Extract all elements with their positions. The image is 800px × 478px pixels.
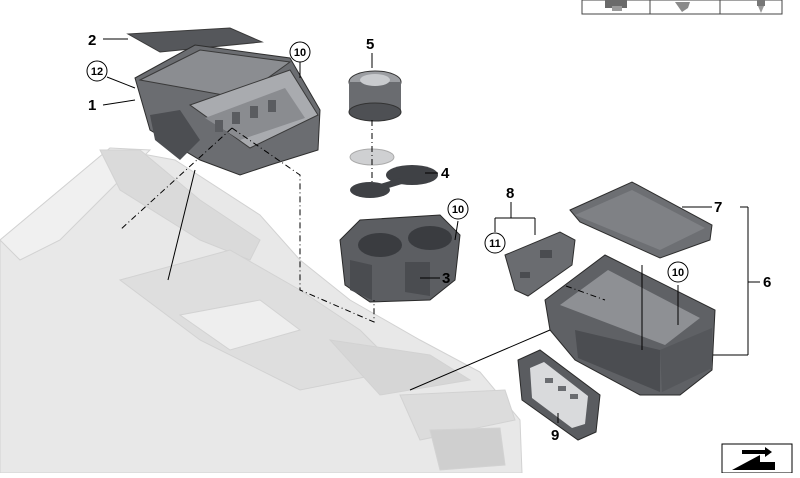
part-9-frame bbox=[517, 349, 601, 441]
circled-callout-11: 11 bbox=[484, 232, 506, 254]
circled-callout-12: 12 bbox=[86, 60, 108, 82]
svg-text:12: 12 bbox=[91, 66, 103, 78]
callout-9: 9 bbox=[551, 427, 559, 444]
part-8-bracket bbox=[504, 231, 576, 297]
clip-icon bbox=[605, 0, 627, 11]
svg-text:10: 10 bbox=[672, 267, 684, 279]
part-7-surface bbox=[575, 190, 705, 250]
navigation-arrow-icon[interactable] bbox=[721, 443, 793, 474]
part-6-storage-box bbox=[544, 254, 716, 396]
dash-dot-lines bbox=[119, 120, 606, 323]
callout-labels: 2 1 5 4 3 8 7 6 9 bbox=[88, 32, 771, 444]
callout-1: 1 bbox=[88, 97, 96, 114]
part-1-storage-tray bbox=[134, 44, 321, 176]
bolt-icon bbox=[757, 0, 765, 13]
center-console-ghost bbox=[0, 147, 523, 474]
callout-7: 7 bbox=[714, 199, 722, 216]
screw-icon bbox=[675, 2, 690, 12]
callout-4: 4 bbox=[441, 165, 450, 182]
callout-6: 6 bbox=[763, 274, 771, 291]
part-4-rubber-mat bbox=[350, 165, 438, 198]
svg-text:10: 10 bbox=[452, 204, 464, 216]
svg-text:11: 11 bbox=[489, 238, 501, 250]
icon-strip bbox=[581, 0, 783, 15]
part-5-cup-holder-insert bbox=[348, 70, 402, 122]
circled-callout-10a: 10 bbox=[289, 41, 311, 63]
leader-lines bbox=[102, 38, 760, 423]
callout-8: 8 bbox=[506, 185, 514, 202]
callout-5: 5 bbox=[366, 36, 374, 53]
circled-callout-10b: 10 bbox=[447, 198, 469, 220]
circled-callouts: 12 10 10 11 10 bbox=[86, 41, 689, 283]
circled-callout-10c: 10 bbox=[667, 261, 689, 283]
part-3-cup-holder bbox=[339, 214, 461, 303]
callout-2: 2 bbox=[88, 32, 96, 49]
part-2-cover-mat bbox=[126, 27, 264, 53]
svg-text:10: 10 bbox=[294, 47, 306, 59]
callout-3: 3 bbox=[442, 270, 450, 287]
